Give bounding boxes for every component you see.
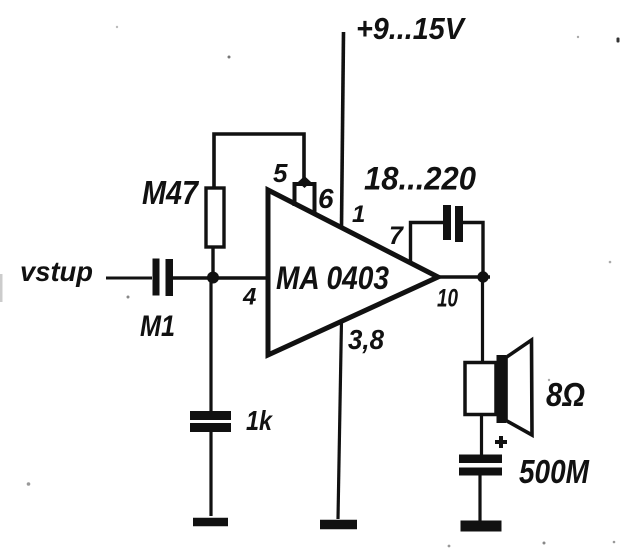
svg-text:10: 10 (437, 285, 458, 313)
svg-text:M47: M47 (142, 174, 199, 211)
svg-text:18...220: 18...220 (364, 161, 476, 197)
svg-text:1k: 1k (246, 405, 273, 436)
svg-text:M1: M1 (140, 310, 175, 343)
svg-text:6: 6 (318, 183, 334, 214)
svg-text:7: 7 (389, 222, 404, 250)
svg-text:4: 4 (242, 284, 256, 311)
svg-text:8Ω: 8Ω (546, 376, 585, 413)
svg-text:+9...15V: +9...15V (356, 11, 466, 46)
svg-text:1: 1 (352, 201, 365, 228)
svg-text:5: 5 (273, 158, 288, 188)
svg-text:vstup: vstup (20, 256, 93, 287)
svg-text:3,8: 3,8 (348, 324, 384, 355)
svg-text:MA 0403: MA 0403 (276, 260, 389, 296)
svg-text:500M: 500M (519, 453, 590, 490)
